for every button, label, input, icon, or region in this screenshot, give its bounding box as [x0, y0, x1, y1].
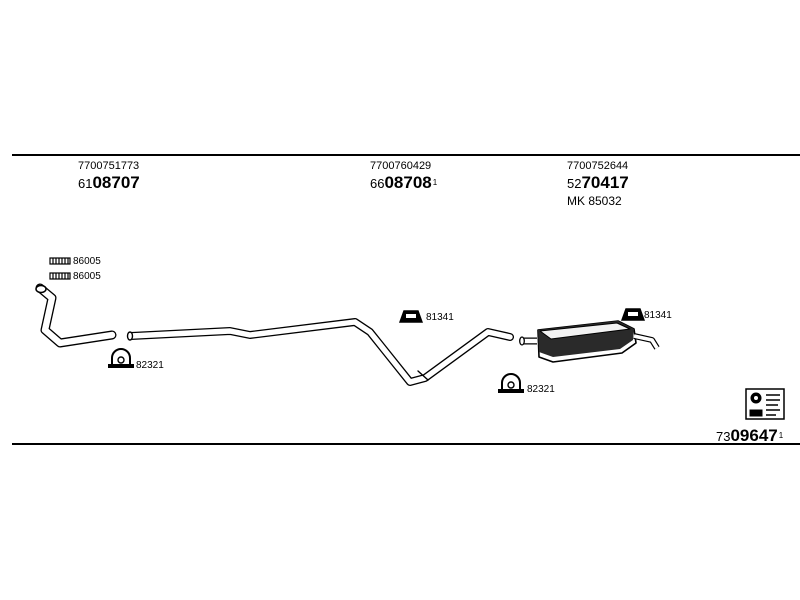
rubber-hanger-icon: [621, 308, 645, 321]
oem-number-middle-pipe: 7700760429: [370, 160, 432, 172]
clamp-label-front: 82321: [136, 360, 164, 371]
catalog-prefix: 73: [716, 429, 731, 444]
part-prefix: 52: [567, 176, 582, 191]
catalog-main: 09647: [730, 426, 778, 445]
spring-icon: [49, 272, 71, 280]
oem-number-front-pipe: 7700751773: [78, 160, 140, 172]
spring-label-2: 86005: [73, 271, 101, 282]
u-clamp-icon: [108, 348, 134, 368]
part-number-rear-muffler: 5270417: [567, 173, 629, 192]
u-clamp-icon: [498, 373, 524, 393]
part-number-front-pipe: 6108707: [78, 173, 140, 192]
part-number-middle-pipe: 66087081: [370, 173, 438, 192]
mounting-kit-icon: [745, 388, 785, 420]
part-main: 70417: [581, 173, 629, 192]
rear-muffler: [519, 320, 660, 363]
part-main: 08708: [384, 173, 432, 192]
bottom-rule: [12, 443, 800, 445]
part-prefix: 61: [78, 176, 93, 191]
rubber-hanger-icon: [399, 310, 423, 323]
oem-number-rear-muffler: 7700752644: [567, 160, 629, 172]
hanger-label-rear: 81341: [644, 310, 672, 321]
spring-label-1: 86005: [73, 256, 101, 267]
front-pipe: [35, 283, 117, 348]
part-main: 08707: [92, 173, 140, 192]
part-suffix: 1: [432, 178, 438, 187]
top-rule: [12, 154, 800, 156]
middle-pipe: [126, 318, 514, 386]
part-prefix: 66: [370, 176, 385, 191]
mounting-kit-label: MK 85032: [567, 194, 622, 208]
catalog-number: 73096471: [716, 426, 784, 445]
hanger-label-middle: 81341: [426, 312, 454, 323]
clamp-label-middle: 82321: [527, 384, 555, 395]
spring-icon: [49, 257, 71, 265]
catalog-suffix: 1: [778, 431, 784, 440]
